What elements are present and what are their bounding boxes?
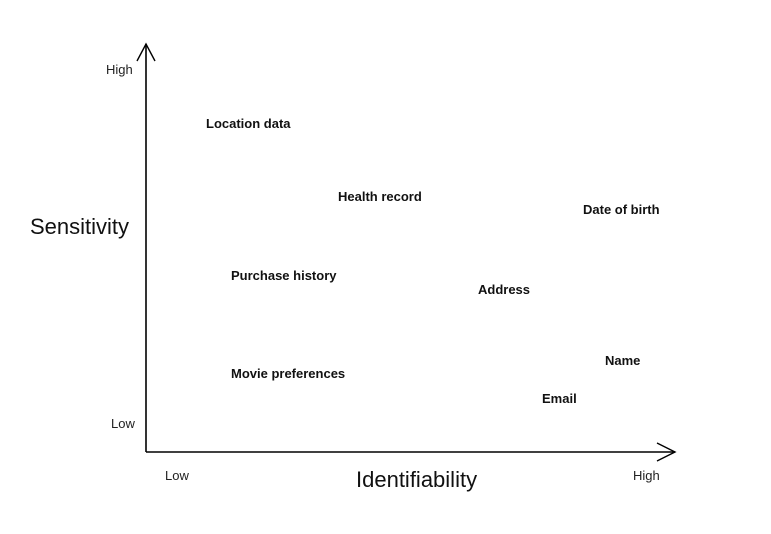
point-location-data: Location data — [206, 116, 291, 131]
point-address: Address — [478, 282, 531, 297]
x-axis-title: Identifiability — [356, 467, 478, 492]
y-axis-high-label: High — [106, 62, 133, 77]
y-axis-title: Sensitivity — [30, 214, 130, 239]
x-axis-high-label: High — [633, 468, 660, 483]
point-purchase-history: Purchase history — [231, 268, 337, 283]
point-date-of-birth: Date of birth — [583, 202, 660, 217]
y-axis-arrow-icon — [136, 42, 156, 62]
point-email: Email — [542, 391, 577, 406]
y-axis-low-label: Low — [111, 416, 135, 431]
x-axis-arrow-icon — [656, 442, 677, 462]
point-movie-preferences: Movie preferences — [231, 366, 346, 381]
point-name: Name — [605, 353, 641, 368]
x-axis-low-label: Low — [165, 468, 189, 483]
point-health-record: Health record — [338, 189, 422, 204]
